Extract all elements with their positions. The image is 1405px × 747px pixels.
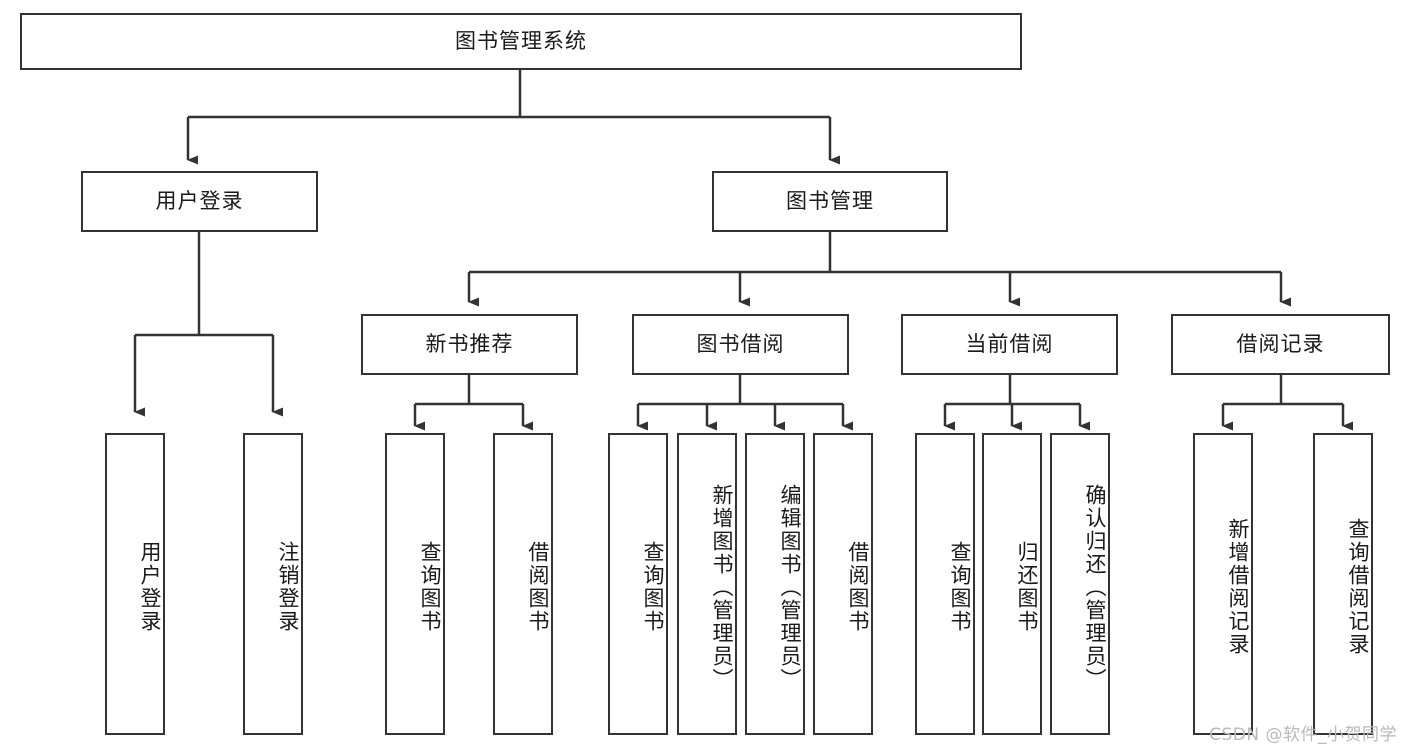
- node-label: 借阅图书: [526, 541, 550, 633]
- node-label: 新增借阅记录: [1226, 518, 1250, 656]
- csdn-watermark: CSDN @软件_小贺同学: [1209, 725, 1397, 745]
- node-book-borrow[interactable]: 图书借阅: [632, 314, 849, 375]
- leaf-record-add-borrow-record[interactable]: 新增借阅记录: [1193, 433, 1253, 735]
- node-label: 图书管理系统: [455, 28, 587, 53]
- node-root-book-management-system[interactable]: 图书管理系统: [20, 13, 1022, 70]
- node-label: 注销登录: [276, 541, 300, 633]
- node-book-management[interactable]: 图书管理: [712, 171, 948, 232]
- node-label: 借阅图书: [846, 541, 870, 633]
- leaf-current-confirm-return-admin[interactable]: 确认归还（管理员）: [1050, 433, 1110, 735]
- leaf-record-query-borrow-record[interactable]: 查询借阅记录: [1313, 433, 1373, 735]
- node-label: 归还图书: [1015, 541, 1039, 633]
- node-label: 用户登录: [138, 541, 162, 633]
- node-borrow-record[interactable]: 借阅记录: [1171, 314, 1390, 375]
- node-label: 用户登录: [155, 188, 244, 213]
- node-label: 编辑图书（管理员）: [778, 483, 802, 691]
- leaf-current-query-book[interactable]: 查询图书: [915, 433, 975, 735]
- node-label: 新增图书（管理员）: [710, 483, 734, 691]
- node-label: 查询图书: [418, 541, 442, 633]
- node-new-book-recommend[interactable]: 新书推荐: [361, 314, 578, 375]
- node-label: 新书推荐: [425, 331, 514, 356]
- node-label: 确认归还（管理员）: [1083, 483, 1107, 691]
- node-label: 图书管理: [786, 188, 874, 213]
- leaf-recommend-query-book[interactable]: 查询图书: [385, 433, 445, 735]
- node-label: 当前借阅: [965, 331, 1054, 356]
- leaf-borrow-query-book[interactable]: 查询图书: [608, 433, 668, 735]
- leaf-user-login[interactable]: 用户登录: [105, 433, 165, 735]
- node-label: 查询借阅记录: [1346, 518, 1370, 656]
- node-label: 查询图书: [641, 541, 665, 633]
- leaf-current-return-book[interactable]: 归还图书: [982, 433, 1042, 735]
- leaf-borrow-edit-book-admin[interactable]: 编辑图书（管理员）: [745, 433, 805, 735]
- node-current-borrow[interactable]: 当前借阅: [901, 314, 1118, 375]
- leaf-user-logout[interactable]: 注销登录: [243, 433, 303, 735]
- node-label: 查询图书: [948, 541, 972, 633]
- node-label: 借阅记录: [1236, 331, 1325, 356]
- node-user-login[interactable]: 用户登录: [81, 171, 318, 232]
- leaf-recommend-borrow-book[interactable]: 借阅图书: [493, 433, 553, 735]
- node-label: 图书借阅: [696, 331, 785, 356]
- leaf-borrow-add-book-admin[interactable]: 新增图书（管理员）: [677, 433, 737, 735]
- leaf-borrow-borrow-book[interactable]: 借阅图书: [813, 433, 873, 735]
